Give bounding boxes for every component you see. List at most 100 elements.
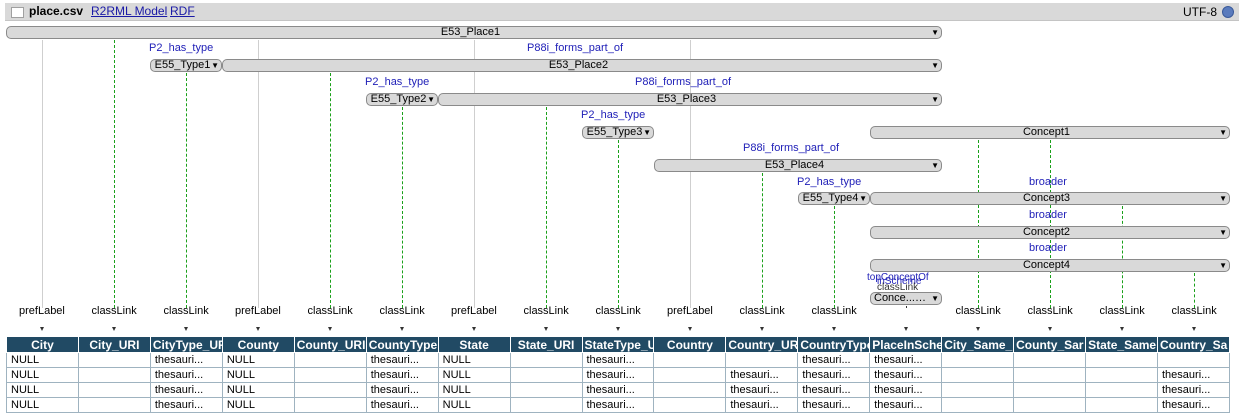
column-header[interactable]: Country_Sa (1157, 336, 1230, 353)
table-cell[interactable]: thesauri... (365, 382, 439, 398)
column-header[interactable]: State_URI (509, 336, 583, 353)
column-header[interactable]: CountyType (365, 336, 439, 353)
node-e53-place2[interactable]: E53_Place2▼ (222, 59, 942, 72)
table-cell[interactable]: thesauri... (581, 382, 655, 398)
column-mapping-label[interactable]: classLink (811, 305, 857, 317)
chevron-down-icon[interactable]: ▼ (427, 95, 435, 104)
edge-label-top-concept-of[interactable]: topConceptOf (867, 272, 929, 283)
table-cell[interactable] (653, 397, 727, 413)
table-cell[interactable] (293, 352, 367, 368)
table-cell[interactable]: thesauri... (1157, 367, 1230, 383)
column-mapping-label[interactable]: classLink (91, 305, 137, 317)
column-header[interactable]: Country_UR (725, 336, 799, 353)
table-cell[interactable]: thesauri... (581, 352, 655, 368)
node-e53-place1[interactable]: E53_Place1▼ (6, 26, 942, 39)
node-concept3[interactable]: Concept3▼ (870, 192, 1230, 205)
table-cell[interactable]: thesauri... (365, 367, 439, 383)
table-cell[interactable] (77, 367, 151, 383)
column-header[interactable]: State_Same (1085, 336, 1158, 353)
table-cell[interactable]: NULL (221, 367, 295, 383)
table-cell[interactable] (509, 367, 583, 383)
column-header[interactable]: CountryType (797, 336, 871, 353)
table-cell[interactable]: thesauri... (581, 367, 655, 383)
column-mapping-label[interactable]: prefLabel (667, 305, 713, 317)
table-cell[interactable] (1085, 382, 1158, 398)
column-mapping-label[interactable]: classLink (379, 305, 425, 317)
chevron-down-icon[interactable]: ▼ (1219, 128, 1227, 137)
table-cell[interactable] (509, 352, 583, 368)
table-cell[interactable]: NULL (221, 397, 295, 413)
chevron-down-icon[interactable]: ▼ (1219, 261, 1227, 270)
table-cell[interactable] (509, 382, 583, 398)
table-cell[interactable] (941, 367, 1015, 383)
edge-label-p88i-forms-part-of[interactable]: P88i_forms_part_of (743, 142, 839, 154)
table-cell[interactable]: NULL (6, 367, 79, 383)
node-e55-type2[interactable]: E55_Type2▼ (366, 93, 438, 106)
table-cell[interactable]: NULL (6, 397, 79, 413)
table-cell[interactable]: thesauri... (1157, 397, 1230, 413)
chevron-down-icon[interactable]: ▼ (859, 194, 867, 203)
table-cell[interactable]: thesauri... (797, 352, 871, 368)
table-cell[interactable] (653, 352, 727, 368)
table-cell[interactable] (509, 397, 583, 413)
edge-label-broader[interactable]: broader (1029, 242, 1067, 254)
chevron-down-icon[interactable]: ▼ (931, 28, 939, 37)
column-header[interactable]: State (437, 336, 511, 353)
table-cell[interactable] (1085, 367, 1158, 383)
table-cell[interactable] (1013, 382, 1087, 398)
column-mapping-label[interactable]: prefLabel (451, 305, 497, 317)
node-e55-type4[interactable]: E55_Type4▼ (798, 192, 870, 205)
edge-label-p2-has-type[interactable]: P2_has_type (365, 76, 430, 88)
node-e53-place3[interactable]: E53_Place3▼ (438, 93, 942, 106)
rdf-link[interactable]: RDF (170, 4, 195, 18)
edge-label-broader[interactable]: broader (1029, 209, 1067, 221)
edge-label-p2-has-type[interactable]: P2_has_type (581, 109, 646, 121)
table-cell[interactable] (653, 382, 727, 398)
chevron-down-icon[interactable]: ▼ (931, 294, 939, 303)
table-cell[interactable] (941, 352, 1015, 368)
table-cell[interactable] (77, 397, 151, 413)
file-icon[interactable] (11, 7, 24, 18)
table-cell[interactable]: thesauri... (725, 382, 799, 398)
table-cell[interactable]: thesauri... (869, 367, 943, 383)
column-mapping-label[interactable]: prefLabel (19, 305, 65, 317)
table-cell[interactable] (1085, 397, 1158, 413)
chevron-down-icon[interactable]: ▼ (931, 61, 939, 70)
column-header[interactable]: County_URI (293, 336, 367, 353)
edge-label-class-link[interactable]: classLink (877, 282, 919, 293)
edge-label-p88i-forms-part-of[interactable]: P88i_forms_part_of (635, 76, 731, 88)
table-cell[interactable] (1157, 352, 1230, 368)
column-mapping-label[interactable]: classLink (739, 305, 785, 317)
chevron-down-icon[interactable]: ▼ (931, 95, 939, 104)
globe-icon[interactable] (1222, 6, 1234, 18)
node-e53-place4[interactable]: E53_Place4▼ (654, 159, 942, 172)
table-cell[interactable]: thesauri... (869, 352, 943, 368)
column-mapping-label[interactable]: classLink (523, 305, 569, 317)
table-cell[interactable] (1013, 397, 1087, 413)
chevron-down-icon[interactable]: ▼ (211, 61, 219, 70)
edge-label-p2-has-type[interactable]: P2_has_type (149, 42, 214, 54)
table-cell[interactable] (293, 397, 367, 413)
column-mapping-label[interactable]: classLink (163, 305, 209, 317)
column-header[interactable]: CityType_UR (149, 336, 223, 353)
table-cell[interactable]: thesauri... (797, 397, 871, 413)
chevron-down-icon[interactable]: ▼ (1219, 194, 1227, 203)
column-header[interactable]: County_Sar (1013, 336, 1087, 353)
edge-label-p88i-forms-part-of[interactable]: P88i_forms_part_of (527, 42, 623, 54)
table-cell[interactable]: NULL (6, 382, 79, 398)
table-cell[interactable]: NULL (437, 382, 511, 398)
chevron-down-icon[interactable]: ▼ (1219, 228, 1227, 237)
table-cell[interactable]: thesauri... (149, 352, 223, 368)
table-cell[interactable]: NULL (6, 352, 79, 368)
table-cell[interactable]: thesauri... (149, 397, 223, 413)
edge-label-in-scheme[interactable]: inScheme (877, 276, 922, 287)
table-cell[interactable]: thesauri... (365, 352, 439, 368)
column-mapping-label[interactable]: classLink (595, 305, 641, 317)
table-cell[interactable] (1013, 352, 1087, 368)
node-concept1[interactable]: Concept1▼ (870, 126, 1230, 139)
table-cell[interactable] (941, 382, 1015, 398)
node-concept-scheme[interactable]: Conce...heme1▼ (870, 292, 942, 305)
r2rml-model-link[interactable]: R2RML Model (91, 4, 168, 18)
encoding-label[interactable]: UTF-8 (1183, 5, 1217, 19)
table-cell[interactable]: thesauri... (725, 397, 799, 413)
